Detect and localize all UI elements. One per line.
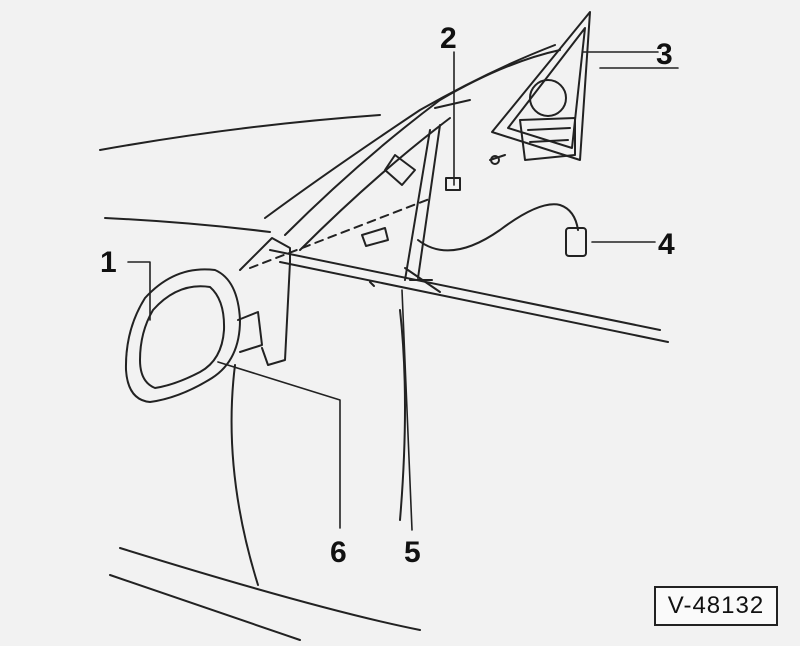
leader-lines: [127, 51, 679, 531]
triangular-trim-cover: [489, 11, 591, 165]
door-belt-lines: [269, 249, 669, 343]
wiring-harness: [417, 203, 587, 257]
mirror-mount: [239, 197, 433, 366]
exterior-mirror: [124, 268, 263, 403]
callout-4: 4: [658, 228, 675, 261]
reference-code-box: V-48132: [654, 586, 778, 626]
mounting-bolt: [445, 177, 461, 191]
door-lower-edge: [109, 309, 421, 641]
callout-1: 1: [100, 246, 117, 279]
callout-5: 5: [404, 536, 421, 569]
reference-code: V-48132: [667, 592, 765, 619]
window-frame: [384, 99, 471, 281]
callout-6: 6: [330, 536, 347, 569]
callout-3: 3: [656, 38, 673, 71]
callout-2: 2: [440, 22, 457, 55]
car-body-outline: [99, 44, 561, 251]
